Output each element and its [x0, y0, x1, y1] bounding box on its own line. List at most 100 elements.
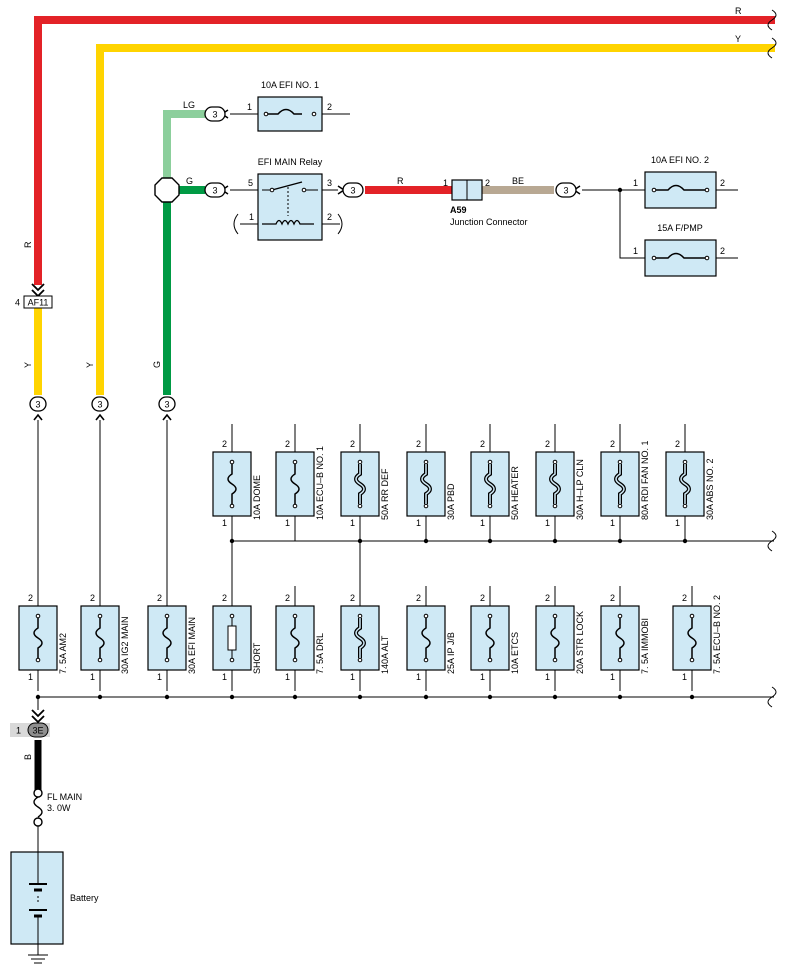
upper-fuse-5-label: 50A HEATER: [510, 466, 520, 520]
svg-text:1: 1: [480, 518, 485, 528]
svg-text:2: 2: [222, 593, 227, 603]
svg-text:2: 2: [675, 439, 680, 449]
connector-am2: 3: [29, 396, 47, 421]
fusible-link-fl-main: FL MAIN 3. 0W: [33, 788, 82, 852]
svg-text:1: 1: [416, 672, 421, 682]
upper-fuse-5: 2 1 50A HEATER: [470, 424, 520, 544]
lower-fuse-1: 217. 5A AM2: [18, 593, 68, 700]
svg-text:2: 2: [90, 593, 95, 603]
connector-relay-out: 3: [337, 182, 364, 198]
upper-fuse-6-label: 30A H–LP CLN: [575, 459, 585, 520]
wire-code-r: R: [735, 6, 742, 16]
lower-fuse-9-label: 20A STR LOCK: [575, 611, 585, 674]
lower-fuse-11-label: 7. 5A ECU–B NO. 2: [712, 595, 722, 674]
svg-text:2: 2: [485, 178, 490, 188]
lower-fuse-3-label: 30A EFI MAIN: [187, 617, 197, 674]
upper-fuse-4: 2 1 30A PBD: [406, 424, 456, 544]
wire-green: [163, 186, 205, 395]
svg-text:2: 2: [545, 593, 550, 603]
upper-fuse-8: 2 1 30A ABS NO. 2: [665, 424, 715, 544]
svg-text:3: 3: [97, 400, 102, 410]
wire-code-r-relay: R: [397, 176, 404, 186]
lower-fuse-7-label: 25A IP J/B: [446, 632, 456, 674]
lower-bus-break: [767, 686, 777, 708]
svg-text:2: 2: [157, 593, 162, 603]
svg-text:3: 3: [212, 110, 217, 120]
wire-code-g-vert: G: [152, 361, 162, 368]
wire-yellow: [96, 44, 775, 395]
svg-text:1: 1: [633, 178, 638, 188]
svg-text:1: 1: [610, 672, 615, 682]
svg-text:1: 1: [249, 212, 254, 222]
svg-text:1: 1: [350, 518, 355, 528]
lower-fuse-10-label: 7. 5A IMMOBI: [640, 618, 650, 674]
svg-text:3: 3: [327, 178, 332, 188]
connector-ig2: 3: [91, 396, 109, 421]
junction-a59: 1 2 A59 Junction Connector: [443, 178, 528, 227]
wire-break-y: [767, 37, 777, 59]
upper-bus-break: [767, 530, 777, 552]
svg-text:FL MAIN: FL MAIN: [47, 792, 82, 802]
svg-text:1: 1: [443, 178, 448, 188]
svg-text:3: 3: [350, 186, 355, 196]
svg-text:2: 2: [327, 102, 332, 112]
upper-fuse-1-label: 10A DOME: [252, 475, 262, 520]
lower-fuse-7: 2 1 25A IP J/B: [406, 586, 456, 700]
lower-fuse-3: 2 1 30A EFI MAIN: [147, 593, 197, 700]
upper-fuse-2-label: 10A ECU–B NO. 1: [315, 446, 325, 520]
svg-text:1: 1: [675, 518, 680, 528]
svg-text:2: 2: [416, 439, 421, 449]
svg-text:1: 1: [285, 518, 290, 528]
svg-text:2: 2: [720, 246, 725, 256]
wire-red: [34, 16, 775, 285]
svg-text:2: 2: [350, 439, 355, 449]
svg-text:15A F/PMP: 15A F/PMP: [657, 223, 703, 233]
svg-text:2: 2: [285, 439, 290, 449]
svg-text:10A EFI NO. 1: 10A EFI NO. 1: [261, 80, 319, 90]
svg-text:1: 1: [222, 518, 227, 528]
svg-text:2: 2: [28, 593, 33, 603]
upper-fuse-7-label: 80A RDI FAN NO. 1: [640, 440, 650, 520]
lower-fuse-6-label: 140A ALT: [380, 635, 390, 674]
lower-fuse-11: 217. 5A ECU–B NO. 2: [672, 586, 722, 700]
svg-text:1: 1: [157, 672, 162, 682]
svg-text:1: 1: [285, 672, 290, 682]
connector-af11: AF11 4: [15, 283, 53, 309]
upper-fuse-4-label: 30A PBD: [446, 483, 456, 520]
svg-text:A59: A59: [450, 205, 467, 215]
wire-code-r-vert: R: [23, 241, 33, 248]
svg-text:AF11: AF11: [28, 298, 49, 308]
svg-text:1: 1: [416, 518, 421, 528]
svg-text:2: 2: [416, 593, 421, 603]
lower-fuse-2-label: 30A IG2 MAIN: [120, 616, 130, 674]
lower-fuse-4-label: SHORT: [252, 642, 262, 674]
fuse-fpmp: 15A F/PMP 1 2: [617, 187, 738, 277]
wire-break-r: [767, 9, 777, 31]
svg-text:3: 3: [164, 400, 169, 410]
svg-text:2: 2: [480, 439, 485, 449]
svg-text:1: 1: [16, 726, 21, 736]
svg-text:1: 1: [480, 672, 485, 682]
wire-code-b: B: [23, 754, 33, 760]
upper-fuse-8-label: 30A ABS NO. 2: [705, 458, 715, 520]
svg-text:3E: 3E: [32, 726, 43, 736]
svg-text:3: 3: [563, 186, 568, 196]
lower-fuse-2: 2 1 30A IG2 MAIN: [80, 593, 130, 700]
svg-text:1: 1: [545, 672, 550, 682]
svg-text:2: 2: [327, 212, 332, 222]
wire-code-be: BE: [512, 176, 524, 186]
upper-fuse-2: 2 1 10A ECU–B NO. 1: [275, 424, 325, 528]
lower-fuse-5: 217. 5A DRL: [275, 586, 325, 700]
connector-be: 3: [555, 182, 581, 198]
junction-octagon: [154, 177, 180, 203]
svg-text:1: 1: [90, 672, 95, 682]
battery: Battery: [10, 851, 99, 964]
wire-code-lg: LG: [183, 100, 195, 110]
